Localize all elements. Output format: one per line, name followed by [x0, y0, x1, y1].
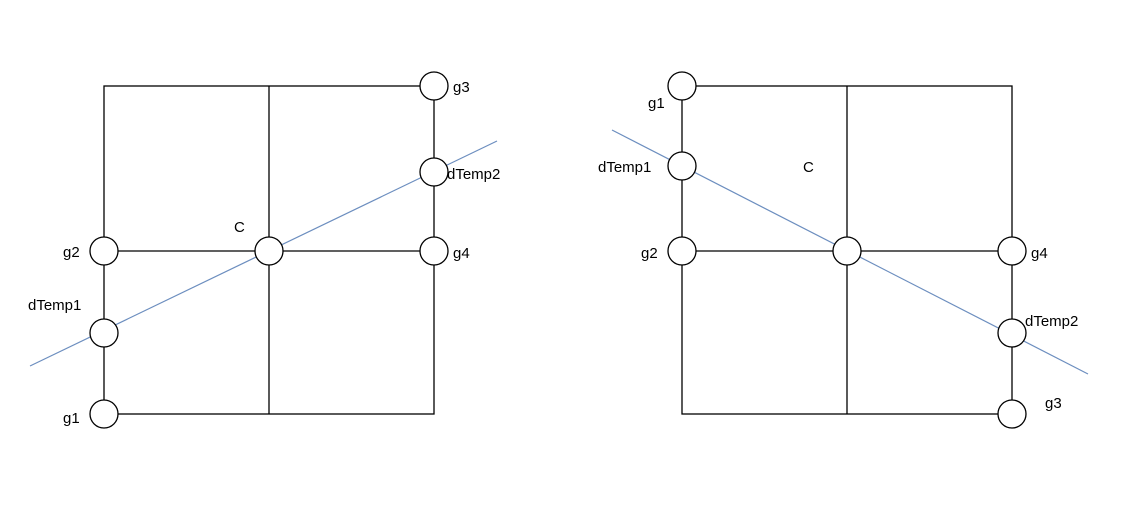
right-node-center	[832, 236, 862, 266]
left-label-dtemp2: dTemp2	[447, 166, 500, 183]
left-label-dtemp1: dTemp1	[28, 297, 81, 314]
right-node-dtemp1	[667, 151, 697, 181]
right-label-g1: g1	[648, 95, 665, 112]
right-node-g1	[667, 71, 697, 101]
left-node-g4	[419, 236, 449, 266]
right-label-g2: g2	[641, 245, 658, 262]
left-diagram: g2 dTemp1 g1 C g3 dTemp2 g4	[28, 71, 500, 429]
right-node-g2	[667, 236, 697, 266]
right-node-g3	[997, 399, 1027, 429]
right-node-g4	[997, 236, 1027, 266]
left-label-g3: g3	[453, 79, 470, 96]
right-label-center: C	[803, 159, 814, 176]
right-diagram: g1 dTemp1 g2 C g4 dTemp2 g3	[598, 71, 1089, 429]
right-label-g3: g3	[1045, 395, 1062, 412]
left-node-g1	[89, 399, 119, 429]
left-label-g2: g2	[63, 244, 80, 261]
left-node-dtemp1	[89, 318, 119, 348]
left-label-g1: g1	[63, 410, 80, 427]
left-node-g3	[419, 71, 449, 101]
left-label-g4: g4	[453, 245, 470, 262]
right-label-dtemp2: dTemp2	[1025, 313, 1078, 330]
left-node-dtemp2	[419, 157, 449, 187]
right-label-g4: g4	[1031, 245, 1048, 262]
right-node-dtemp2	[997, 318, 1027, 348]
left-label-center: C	[234, 219, 245, 236]
left-node-center	[254, 236, 284, 266]
right-label-dtemp1: dTemp1	[598, 159, 651, 176]
left-node-g2	[89, 236, 119, 266]
